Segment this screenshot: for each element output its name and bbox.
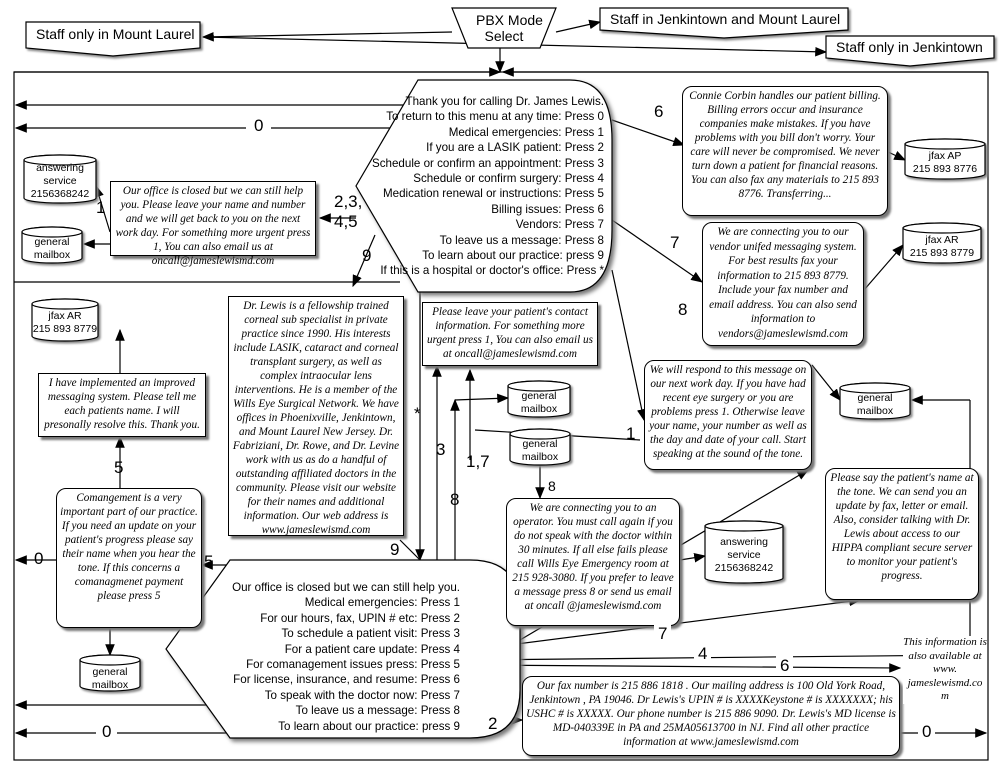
staff-both[interactable]: Staff in Jenkintown and Mount Laurel [610,11,841,27]
menu-line: Schedule or confirm an appointment: Pres… [372,156,604,170]
label-1-mid: 1 [626,424,636,443]
menu-line: Our office is closed but we can still he… [232,581,460,594]
main-menu: Thank you for calling Dr. James Lewis. T… [340,94,604,279]
label-8-mid: 8 [450,490,460,509]
menu-line: Medical emergencies: Press 1 [304,596,460,610]
fax-info-box: Our fax number is 215 886 1818 . Our mai… [522,676,900,756]
label-2345: 2,3, [334,192,363,211]
menu-line: Schedule or confirm surgery: Press 4 [413,172,604,186]
label-9-top: 9 [362,246,372,265]
comanagement-box: Comangement is a very important part of … [56,488,202,628]
menu-line: To schedule a patient visit: Press 3 [281,627,460,641]
menu-line: To learn about our practice: press 9 [278,719,460,733]
label-6-bottom: 6 [776,656,794,676]
menu-line: For our hours, fax, UPIN # etc: Press 2 [260,611,460,625]
menu-line: If you are a LASIK patient: Press 2 [426,141,604,155]
menu-line: To leave us a message: Press 8 [295,704,460,718]
closed-menu-shape [165,559,521,739]
billing-message-box: Connie Corbin handles our patient billin… [682,86,888,216]
label-1-left: 1 [96,198,106,217]
improved-messaging-box: I have implemented an improved messaging… [38,373,206,437]
label-0-left: 0 [34,549,44,568]
staff-mount-laurel[interactable]: Staff only in Mount Laurel [36,26,195,42]
menu-line: To leave us a message: Press 8 [439,233,604,247]
menu-line: For comanagement issues press: Press 5 [246,658,460,672]
respond-message-box: We will respond to this message on our n… [644,360,812,470]
label-0-bottom: 0 [96,722,118,742]
label-5-up: 5 [114,458,124,477]
menu-line: Medical emergencies: Press 1 [448,125,604,139]
label-3: 3 [436,440,446,459]
menu-line: Billing issues: Press 6 [491,202,604,216]
cylinders [21,138,986,692]
label-2345b: 4,5 [334,212,358,231]
pbx-mode-select[interactable]: PBX Mode Select [476,12,543,44]
menu-line: Thank you for calling Dr. James Lewis. [405,95,604,108]
about-practice-box: Dr. Lewis is a fellowship trained cornea… [228,296,404,536]
label-4-bottom: 4 [694,644,712,664]
menu-line: Medication renewal or instructions: Pres… [382,187,604,201]
operator-message-box: We are connecting you to an operator. Yo… [506,498,680,626]
label-9-mid: 9 [390,540,400,559]
info-available-note: This information is also available at ww… [903,636,987,704]
menu-line: For a patient care update: Press 4 [284,642,460,656]
menu-line: To speak with the doctor now: Press 7 [264,688,460,702]
label-0-bottom-right: 0 [918,722,936,742]
label-7-bottom: 7 [654,624,672,644]
menu-line: Vendors: Press 7 [515,218,604,232]
label-7: 7 [670,233,680,252]
vendor-message-box: We are connecting you to our vendor unif… [702,222,864,346]
label-1-7: 1,7 [466,452,490,471]
label-2-bottom: 2 [488,714,498,733]
pbx-label-2: Select [484,28,524,44]
label-8-small: 8 [548,478,556,494]
label-5-left: 5 [204,552,214,571]
label-star: * [414,404,421,423]
closed-menu: Our office is closed but we can still he… [200,580,460,734]
main-menu-shape [355,79,613,293]
label-0-top: 0 [246,116,272,136]
pbx-label-1: PBX Mode [476,12,543,28]
menu-line: If this is a hospital or doctor's office… [380,264,604,278]
hospital-message-box: Please leave your patient's contact info… [422,302,598,366]
menu-line: For license, insurance, and resume: Pres… [233,673,460,687]
staff-jenkintown[interactable]: Staff only in Jenkintown [836,39,983,55]
patient-name-box: Please say the patient's name at the ton… [825,468,979,600]
label-8: 8 [678,300,688,319]
label-6: 6 [654,102,664,121]
menu-line: To learn about our practice: press 9 [422,249,604,263]
closed-message-box: Our office is closed but we can still he… [110,181,316,267]
menu-line: To return to this menu at any time: Pres… [386,110,604,124]
